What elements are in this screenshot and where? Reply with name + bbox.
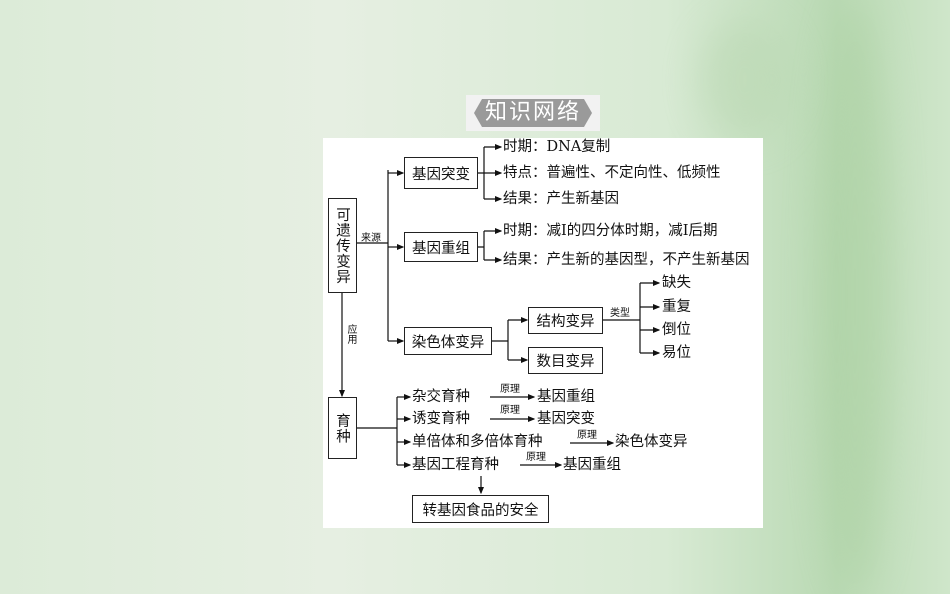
background-decoration — [820, 0, 890, 594]
breeding-method: 基因工程育种 — [412, 457, 499, 473]
gene-mutation-label: 基因突变 — [412, 166, 470, 183]
apply-label: 应用 — [345, 324, 356, 344]
section-title: 知识网络 — [474, 99, 592, 127]
breeding-principle: 基因突变 — [537, 411, 595, 427]
breeding-principle: 基因重组 — [563, 457, 621, 473]
breeding-method: 杂交育种 — [412, 389, 470, 405]
gene-recombination-item: 时期：减Ⅰ的四分体时期，减Ⅰ后期 — [503, 223, 718, 239]
gene-recombination-item: 结果：产生新的基因型，不产生新基因 — [503, 252, 750, 268]
principle-label: 原理 — [500, 384, 520, 395]
gene-mutation-item: 特点：普遍性、不定向性、低频性 — [503, 165, 721, 181]
breeding-principle: 基因重组 — [537, 389, 595, 405]
gene-mutation-item: 结果：产生新基因 — [503, 191, 619, 207]
gm-food-safety-box: 转基因食品的安全 — [412, 495, 549, 523]
breeding-method: 诱变育种 — [412, 411, 470, 427]
gene-mutation-item: 时期：DNA复制 — [503, 139, 611, 155]
variation-type: 缺失 — [662, 275, 691, 291]
principle-label: 原理 — [500, 405, 520, 416]
number-variation-label: 数目变异 — [536, 354, 595, 370]
breeding-label: 育种 — [334, 412, 350, 444]
chromosome-variation-box: 染色体变异 — [404, 327, 492, 355]
number-variation-box: 数目变异 — [528, 347, 603, 374]
gm-food-safety-label: 转基因食品的安全 — [422, 502, 539, 519]
variation-type: 倒位 — [662, 322, 691, 338]
breeding-principle: 染色体变异 — [615, 434, 688, 450]
principle-label: 原理 — [526, 452, 546, 463]
breeding-method: 单倍体和多倍体育种 — [412, 434, 543, 450]
background-decoration — [700, 20, 790, 140]
gene-mutation-box: 基因突变 — [404, 157, 478, 189]
breeding-box: 育种 — [328, 397, 357, 459]
root-label: 可遗传变异 — [334, 206, 350, 285]
chromosome-variation-label: 染色体变异 — [411, 334, 485, 351]
section-title-badge: 知识网络 — [466, 95, 600, 131]
variation-type: 易位 — [662, 345, 691, 361]
structure-variation-box: 结构变异 — [528, 307, 603, 334]
type-label: 类型 — [610, 308, 630, 319]
structure-variation-label: 结构变异 — [536, 314, 595, 330]
principle-label: 原理 — [577, 430, 597, 441]
gene-recombination-box: 基因重组 — [404, 232, 478, 262]
gene-recombination-label: 基因重组 — [412, 240, 470, 257]
root-box: 可遗传变异 — [328, 198, 357, 293]
variation-type: 重复 — [662, 299, 691, 315]
source-label: 来源 — [361, 233, 381, 244]
